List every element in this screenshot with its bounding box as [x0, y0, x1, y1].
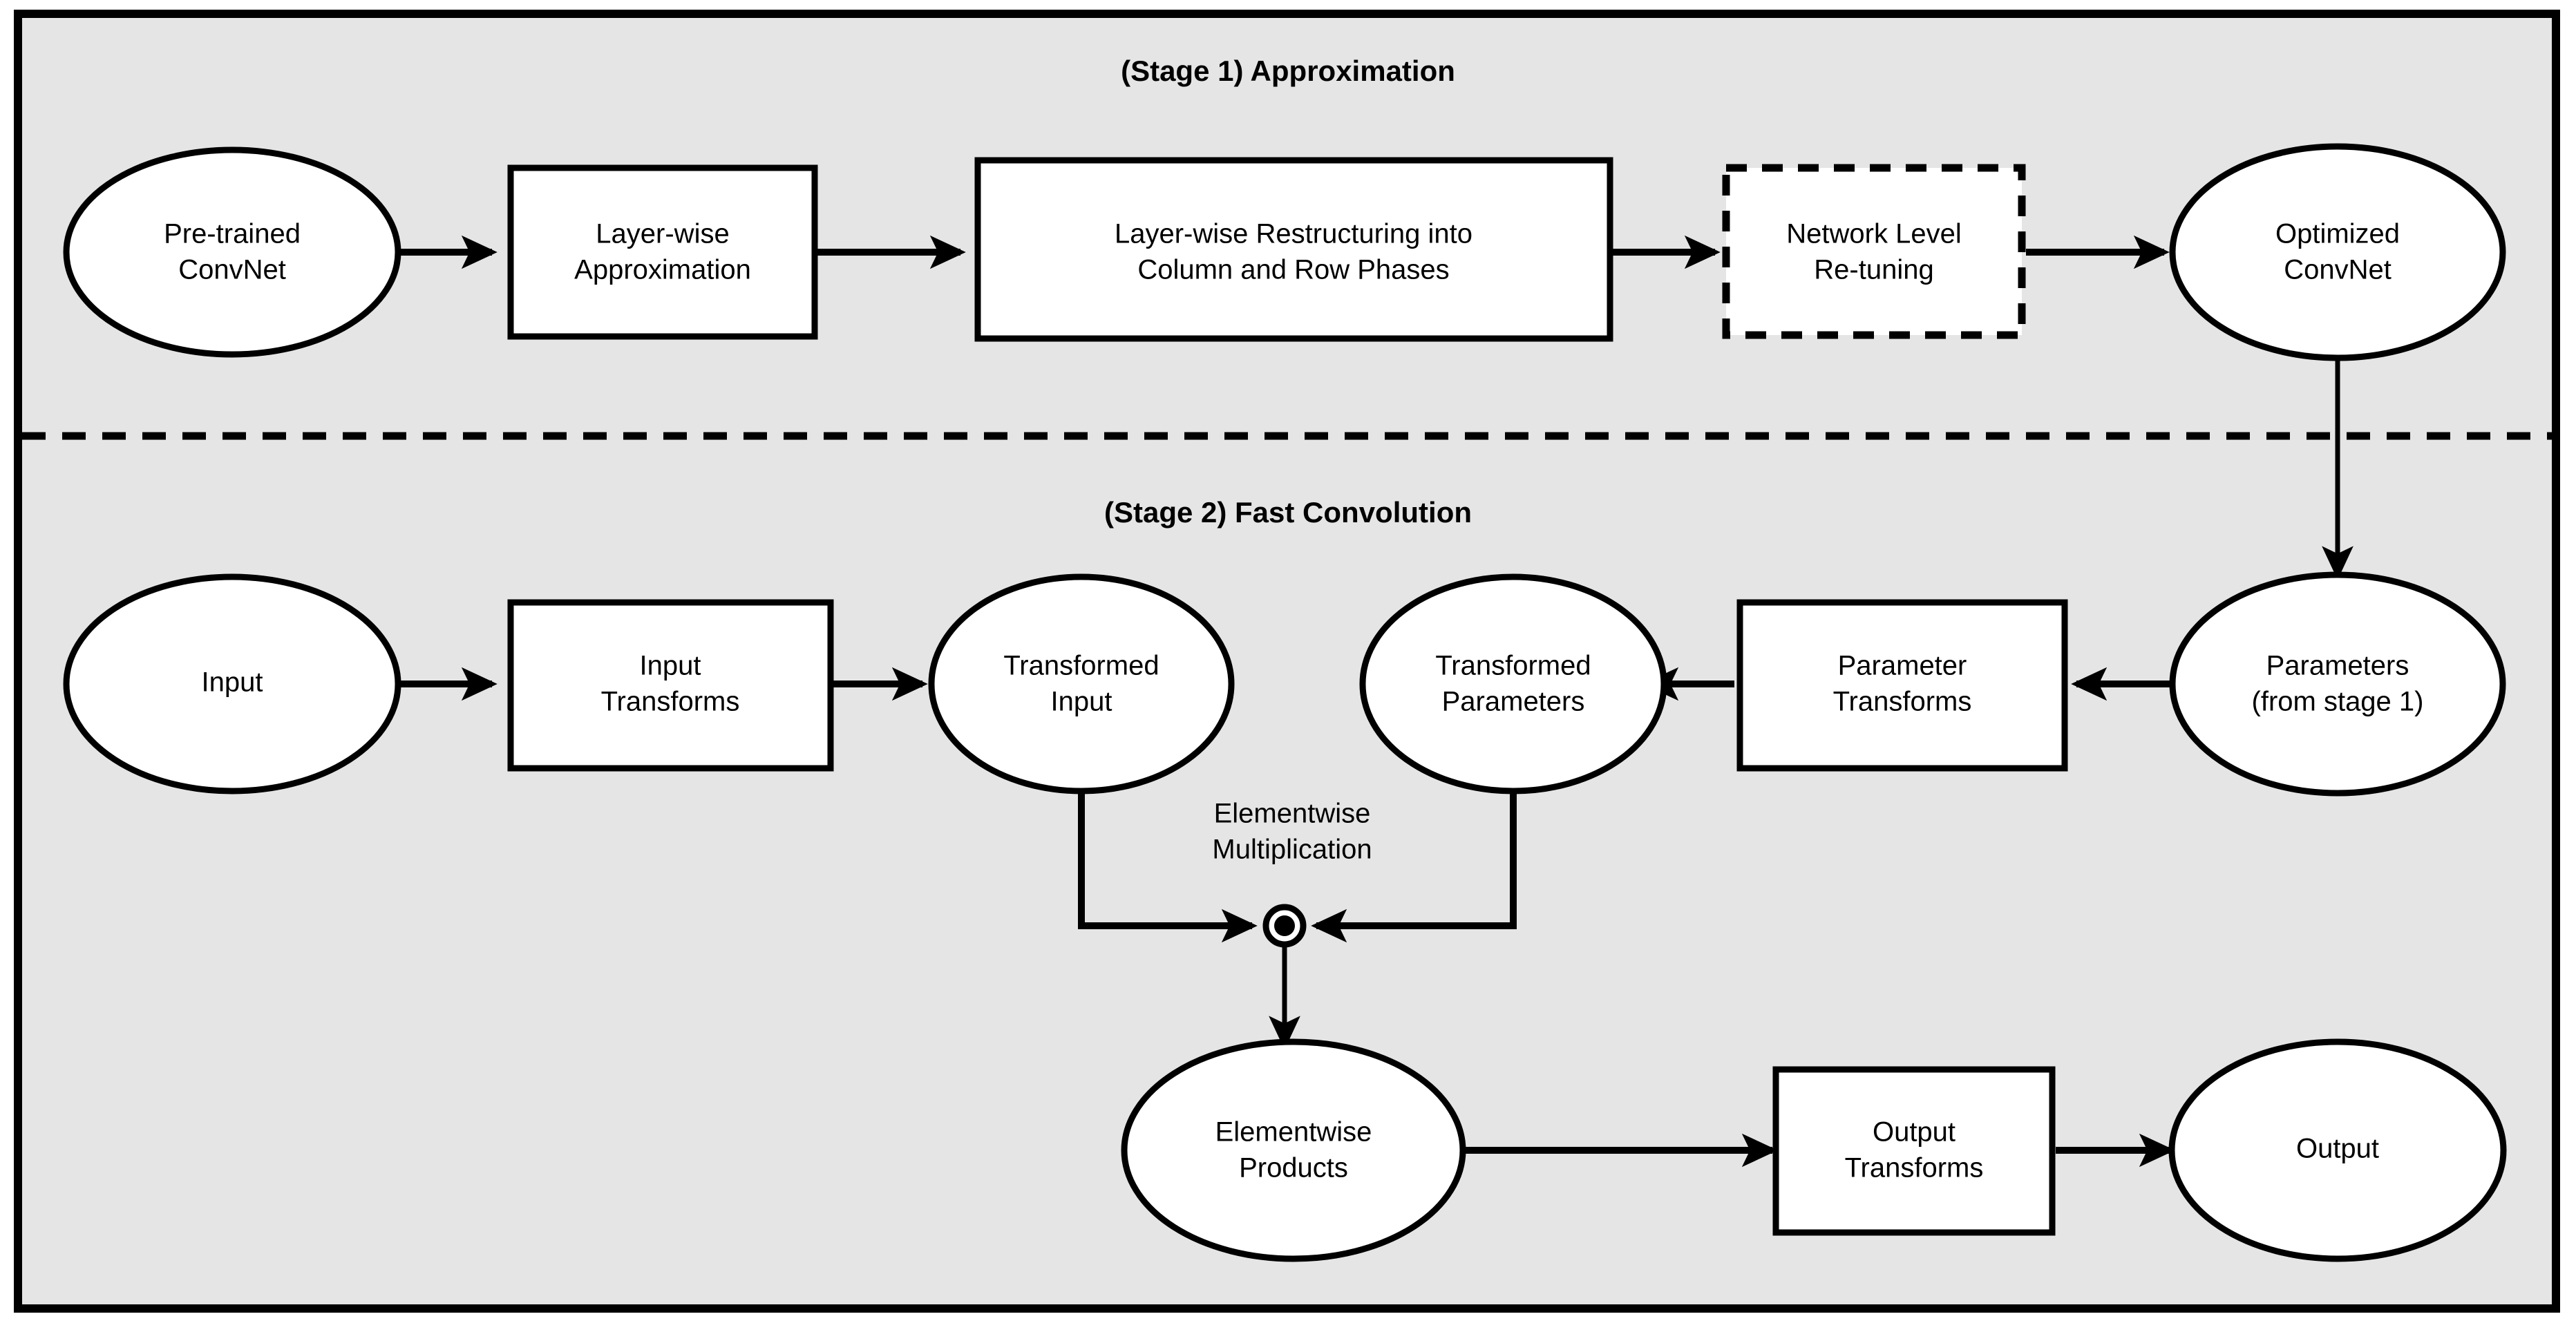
- output-label: Output: [2296, 1134, 2379, 1164]
- network-level-retuning-box: [1722, 164, 2026, 339]
- output-ellipse: [2168, 1038, 2507, 1262]
- transformed-input-ellipse: [928, 573, 1235, 795]
- transformed-parameters-ellipse: [1359, 573, 1667, 795]
- diagram-border: [14, 10, 2560, 1313]
- transformed-parameters-label-line1: Transformed: [1435, 651, 1591, 681]
- pre-trained-convnet-label-line1: Pre-trained: [164, 219, 301, 249]
- parameter-transforms-label-line2: Transforms: [1833, 687, 1972, 717]
- input-label: Input: [202, 667, 263, 698]
- node-output[interactable]: Output: [2168, 1038, 2507, 1262]
- edge-transformed-parameters-to-multiply: [1311, 789, 1517, 943]
- pre-trained-convnet-ellipse: [63, 146, 401, 358]
- elementwise-multiplication-label-line2: Multiplication: [1212, 835, 1372, 865]
- transformed-parameters-label-line2: Parameters: [1442, 687, 1585, 717]
- parameter-transforms-label-line1: Parameter: [1838, 651, 1967, 681]
- transformed-input-label-line2: Input: [1051, 687, 1112, 717]
- node-optimized-convnet[interactable]: Optimized ConvNet: [2169, 143, 2506, 361]
- output-transforms-label-line1: Output: [1873, 1117, 1955, 1148]
- layer-wise-approximation-box: [507, 164, 818, 340]
- input-transforms-box: [507, 599, 834, 772]
- elementwise-products-label-line1: Elementwise: [1215, 1117, 1372, 1148]
- node-layer-wise-approximation[interactable]: Layer-wise Approximation: [507, 164, 818, 340]
- network-level-retuning-label-line1: Network Level: [1786, 219, 1961, 249]
- node-output-transforms[interactable]: Output Transforms: [1772, 1066, 2056, 1236]
- network-level-retuning-label-line2: Re-tuning: [1814, 255, 1933, 285]
- node-input[interactable]: Input: [63, 573, 401, 795]
- transformed-input-label-line1: Transformed: [1003, 651, 1159, 681]
- node-parameters[interactable]: Parameters (from stage 1): [2169, 571, 2506, 797]
- edge-transformed-input-to-multiply: [1078, 789, 1258, 943]
- optimized-convnet-ellipse: [2169, 143, 2506, 361]
- node-pre-trained-convnet[interactable]: Pre-trained ConvNet: [63, 146, 401, 358]
- optimized-convnet-label-line1: Optimized: [2275, 219, 2400, 249]
- stage2-title: (Stage 2) Fast Convolution: [1104, 496, 1472, 529]
- layer-wise-restructuring-label-line2: Column and Row Phases: [1137, 255, 1449, 285]
- parameters-ellipse: [2169, 571, 2506, 797]
- parameters-label-line2: (from stage 1): [2252, 687, 2424, 717]
- parameters-label-line1: Parameters: [2266, 651, 2409, 681]
- layer-wise-restructuring-box: [974, 157, 1613, 342]
- layer-wise-approximation-label-line1: Layer-wise: [596, 219, 729, 249]
- elementwise-multiplication-label-line1: Elementwise: [1214, 799, 1371, 829]
- optimized-convnet-label-line2: ConvNet: [2284, 255, 2392, 285]
- node-elementwise-products[interactable]: Elementwise Products: [1121, 1038, 1466, 1262]
- node-transformed-input[interactable]: Transformed Input: [928, 573, 1235, 795]
- parameter-transforms-box: [1736, 599, 2068, 772]
- output-transforms-label-line2: Transforms: [1845, 1153, 1984, 1183]
- node-layer-wise-restructuring[interactable]: Layer-wise Restructuring into Column and…: [974, 157, 1613, 342]
- elementwise-multiplication-node: [1262, 904, 1307, 948]
- stage1-title: (Stage 1) Approximation: [1121, 55, 1455, 87]
- node-network-level-retuning[interactable]: Network Level Re-tuning: [1722, 164, 2026, 339]
- output-transforms-box: [1772, 1066, 2056, 1236]
- input-transforms-label-line1: Input: [640, 651, 701, 681]
- multiply-operator-inner-dot: [1274, 915, 1295, 936]
- layer-wise-approximation-label-line2: Approximation: [574, 255, 751, 285]
- pre-trained-convnet-label-line2: ConvNet: [178, 255, 286, 285]
- node-parameter-transforms[interactable]: Parameter Transforms: [1736, 599, 2068, 772]
- input-ellipse: [63, 573, 401, 795]
- layer-wise-restructuring-label-line1: Layer-wise Restructuring into: [1115, 219, 1472, 249]
- elementwise-products-ellipse: [1121, 1038, 1466, 1262]
- node-input-transforms[interactable]: Input Transforms: [507, 599, 834, 772]
- elementwise-products-label-line2: Products: [1239, 1153, 1348, 1183]
- node-transformed-parameters[interactable]: Transformed Parameters: [1359, 573, 1667, 795]
- input-transforms-label-line2: Transforms: [601, 687, 740, 717]
